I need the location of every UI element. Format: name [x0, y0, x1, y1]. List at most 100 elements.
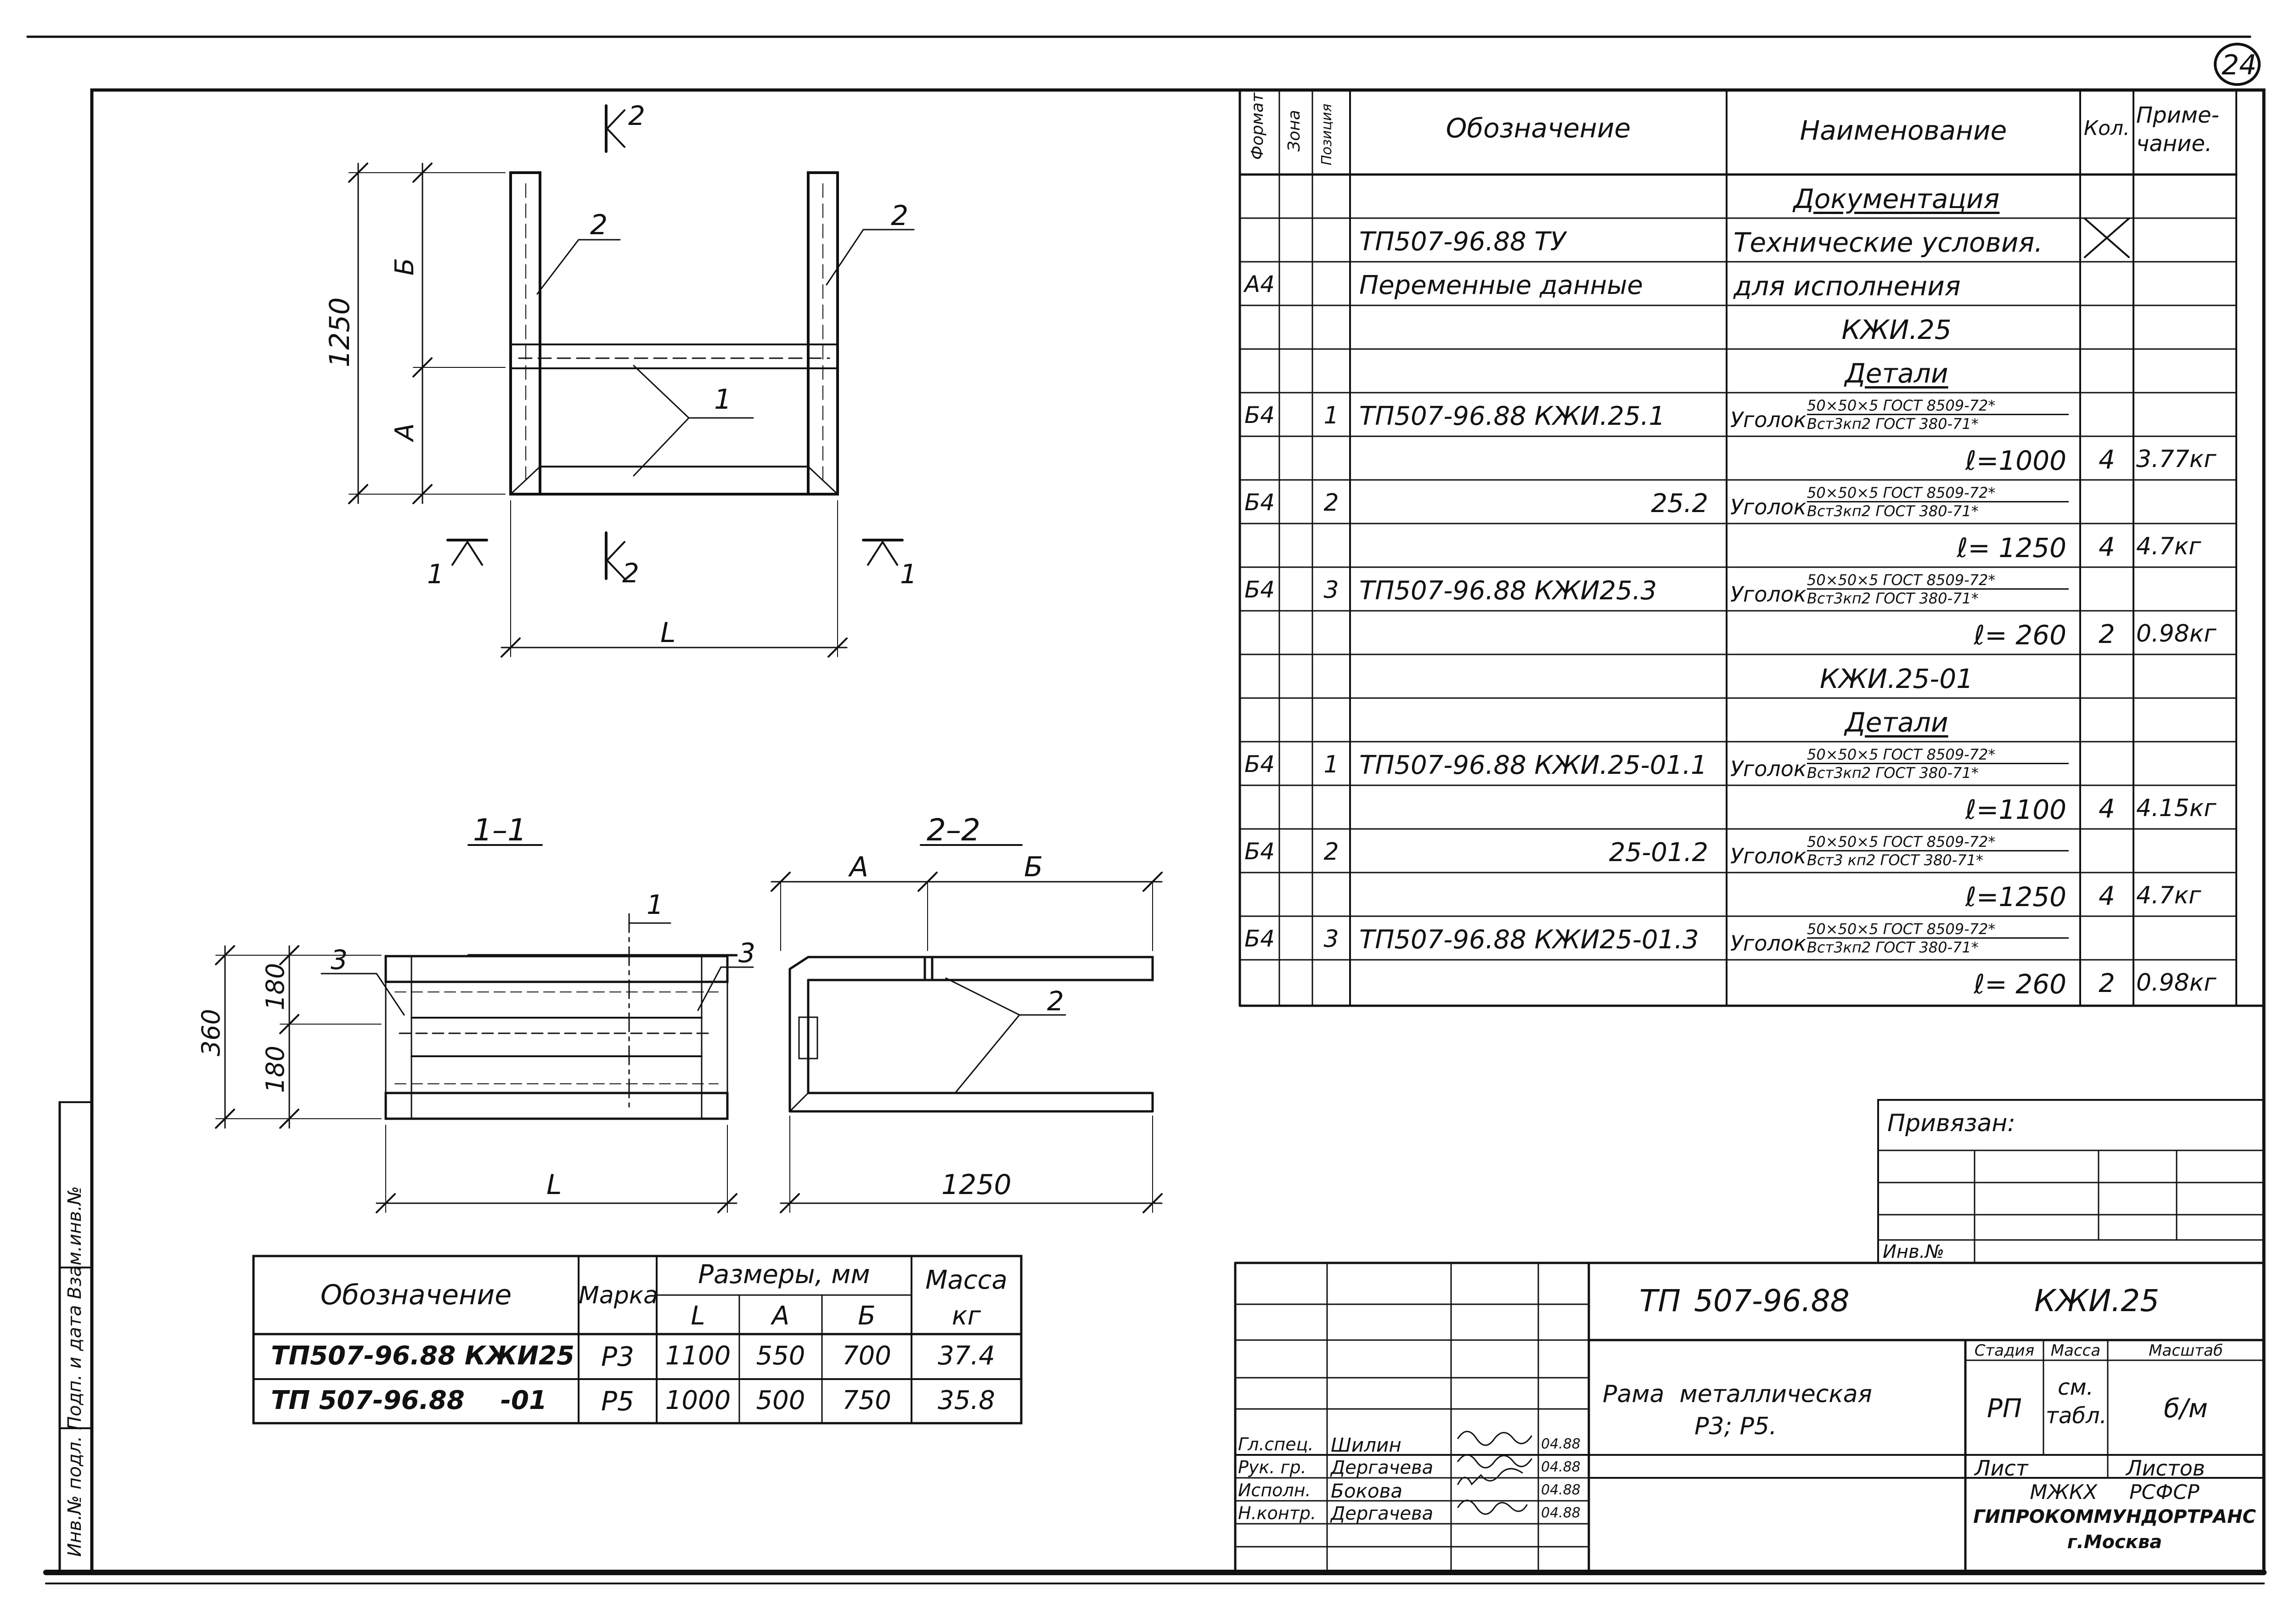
scale-header: Масштаб	[2149, 1341, 2223, 1360]
var-header-designation: Обозначение	[320, 1279, 512, 1311]
sheet-number: 24	[2222, 49, 2257, 81]
title-code: ТП 507-96.88	[1639, 1283, 1850, 1318]
header-zone: Зона	[1285, 110, 1304, 152]
spec-name: Детали	[1845, 707, 1948, 738]
label-pos-3-right: 3	[738, 937, 755, 969]
bound-label: Привязан:	[1887, 1110, 2015, 1137]
label-pos-2-sect: 2	[1047, 986, 1064, 1017]
dim-A-section: А	[848, 851, 868, 883]
section-2-2	[771, 844, 1163, 1213]
spec-row-lines	[1239, 217, 2237, 961]
var-header-A: А	[771, 1301, 790, 1331]
staff-date-2: 04.88	[1541, 1459, 1581, 1475]
spec-name: для исполнения	[1733, 270, 1961, 302]
dim-360: 360	[197, 1009, 225, 1056]
label-pos-1-sect: 1	[647, 889, 664, 920]
spec-name: ℓ= 260	[1974, 969, 2066, 1000]
spec-designation: 25-01.2	[1609, 838, 1708, 868]
dim-B-section: Б	[1024, 851, 1043, 883]
dim-180-bottom: 180	[261, 1046, 290, 1093]
spec-qty: 2	[2099, 969, 2115, 998]
staff-name-3: Бокова	[1331, 1480, 1403, 1502]
spec-num: 50×50×5 ГОСТ 8509-72*	[1807, 398, 2069, 415]
spec-name: ℓ=1100	[1965, 794, 2066, 825]
var-header-sizes: Размеры, мм	[698, 1260, 870, 1290]
spec-name: Документация	[1793, 183, 2000, 214]
spec-den: Вст3кп2 ГОСТ 380-71*	[1807, 939, 1979, 956]
dim-1250-section: 1250	[941, 1169, 1012, 1201]
var-row-2-A: 500	[756, 1386, 805, 1415]
dim-L-section: L	[546, 1169, 562, 1201]
var-row-1-mark: Р3	[601, 1341, 634, 1372]
spec-num: 50×50×5 ГОСТ 8509-72*	[1807, 834, 2069, 851]
spec-note: 4.7кг	[2136, 882, 2201, 909]
spec-designation: ТП507-96.88 КЖИ25-01.3	[1359, 925, 1699, 955]
var-row-1-A: 550	[756, 1341, 805, 1371]
staff-date-3: 04.88	[1541, 1482, 1581, 1498]
spec-format: Б4	[1244, 576, 1275, 603]
spec-name: ℓ=1250	[1965, 881, 2066, 913]
label-sec-1-left: 1	[427, 558, 444, 590]
var-header-mass: Масса	[925, 1265, 1007, 1295]
spec-angle: Уголок	[1730, 495, 1806, 519]
spec-note: 0.98кг	[2136, 969, 2217, 997]
spec-num: 50×50×5 ГОСТ 8509-72*	[1807, 573, 2069, 590]
spec-angle: Уголок	[1730, 407, 1806, 432]
header-position: Позиция	[1319, 103, 1335, 165]
spec-angle: Уголок	[1730, 844, 1806, 868]
spec-qty: 4	[2099, 532, 2115, 562]
spec-designation: Переменные данные	[1359, 270, 1643, 300]
dim-L-plan: L	[660, 617, 675, 649]
var-row-2-L: 1000	[665, 1386, 731, 1415]
title-mark: КЖИ.25	[2034, 1283, 2160, 1318]
staff-role-4: Н.контр.	[1238, 1503, 1317, 1523]
spec-name: Технические условия.	[1733, 227, 2043, 258]
var-row-1-designation: ТП507-96.88 КЖИ25	[271, 1341, 574, 1371]
spec-designation: ТП507-96.88 ТУ	[1359, 227, 1566, 257]
spec-format: А4	[1244, 271, 1275, 298]
bound-grid	[1877, 1099, 2265, 1264]
spec-name: ℓ= 260	[1974, 620, 2066, 651]
label-pos-2-left: 2	[590, 209, 608, 241]
label-pos-1: 1	[714, 383, 732, 416]
var-row-2-B: 750	[842, 1386, 891, 1415]
dim-180-top: 180	[261, 963, 290, 1010]
spec-pos: 2	[1323, 489, 1339, 517]
spec-designation: ТП507-96.88 КЖИ.25-01.1	[1359, 750, 1707, 780]
spec-qty: 4	[2099, 445, 2115, 475]
spec-qty: 2	[2099, 620, 2115, 649]
spec-name: КЖИ.25	[1841, 314, 1952, 345]
spec-pos: 1	[1323, 402, 1339, 429]
spec-format: Б4	[1244, 751, 1275, 777]
spec-format: Б4	[1244, 402, 1275, 428]
sheet-label: Лист	[1975, 1456, 2028, 1481]
label-pos-2-right: 2	[891, 200, 908, 232]
mass-value: см. табл.	[2046, 1375, 2107, 1429]
spec-note: 0.98кг	[2136, 620, 2217, 648]
header-qty: Кол.	[2083, 117, 2130, 140]
spec-angle: Уголок	[1730, 756, 1806, 781]
spec-designation: 25.2	[1651, 489, 1708, 518]
spec-name: Детали	[1845, 358, 1948, 389]
spec-num: 50×50×5 ГОСТ 8509-72*	[1807, 747, 2069, 764]
mass-header: Масса	[2050, 1341, 2101, 1360]
stage-header: Стадия	[1974, 1341, 2035, 1360]
spec-designation: ТП507-96.88 КЖИ.25.1	[1359, 401, 1665, 431]
var-header-B: Б	[858, 1301, 876, 1331]
spec-name: ℓ= 1250	[1957, 532, 2066, 563]
title-section-1-1: 1–1	[473, 812, 527, 848]
spec-pos: 3	[1323, 576, 1339, 604]
var-row-2-mark: Р5	[601, 1386, 634, 1417]
spec-pos: 1	[1323, 751, 1339, 778]
spec-name: ℓ=1000	[1965, 445, 2066, 476]
inventory-number-label: Инв.№	[1883, 1241, 1944, 1262]
staff-date-4: 04.88	[1541, 1505, 1581, 1521]
section-1-1	[215, 844, 754, 1213]
spec-note: 4.15кг	[2136, 794, 2217, 822]
spec-den: Вст3кп2 ГОСТ 380-71*	[1807, 415, 1979, 433]
scale-value: б/м	[2164, 1394, 2208, 1424]
spec-angle: Уголок	[1730, 582, 1806, 607]
spec-angle: Уголок	[1730, 931, 1806, 956]
dim-A-plan: А	[390, 423, 420, 442]
